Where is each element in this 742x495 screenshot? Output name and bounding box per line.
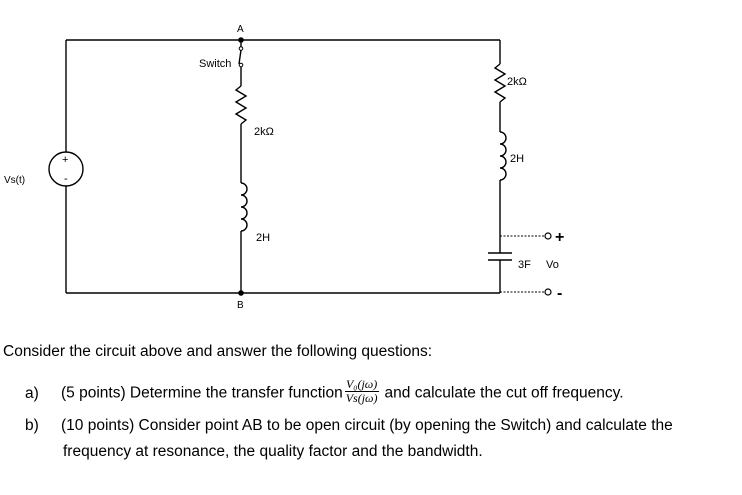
inductor-l2 [499,131,507,181]
circuit-diagram: A B Switch 2kΩ 2H 2kΩ 2H 3F Vo + - Vs(t)… [4,24,564,311]
inductor-l1 [240,182,248,232]
node-b-label: B [237,300,244,311]
tf-denominator: Vs(jω) [345,391,378,405]
vo-plus-label: + [555,229,564,246]
node-a-label: A [237,24,244,35]
vo-terminal-plus [544,232,552,240]
question-b-letter: b) [25,417,39,434]
l1-label: 2H [256,232,270,244]
node-b-dot [238,290,244,296]
switch-label: Switch [199,58,231,70]
r1-label: 2kΩ [254,126,274,138]
source-plus-label: + [62,154,68,166]
question-b-line2: frequency at resonance, the quality fact… [63,443,483,460]
question-a-letter: a) [25,384,39,402]
c-label: 3F [518,259,531,271]
intro-text: Consider the circuit above and answer th… [3,343,433,360]
question-a-prefix: (5 points) Determine the transfer functi… [61,384,343,402]
transfer-function-fraction: V₀(jω)Vs(jω) [344,377,379,405]
switch-contact-top [238,46,244,51]
question-a-suffix: and calculate the cut off frequency. [384,384,624,402]
resistor-r1 [234,85,248,125]
switch-contact-bottom [238,62,244,68]
tf-numerator: V₀(jω) [344,377,379,392]
vo-terminal-minus [544,288,552,296]
resistor-r2 [493,63,507,103]
voltage-source [48,151,84,187]
vo-minus-label: - [557,285,562,302]
r2-label: 2kΩ [507,76,527,88]
node-a-dot [238,37,244,43]
question-b: b) (10 points) Consider point AB to be op… [25,416,673,436]
vo-label: Vo [546,259,559,271]
switch-blade [238,49,242,65]
question-b-line1: (10 points) Consider point AB to be open… [61,417,673,434]
question-a: a) (5 points) Determine the transfer func… [25,377,624,407]
source-minus-label: - [64,173,68,185]
l2-label: 2H [510,153,524,165]
source-label: Vs(t) [4,175,25,186]
